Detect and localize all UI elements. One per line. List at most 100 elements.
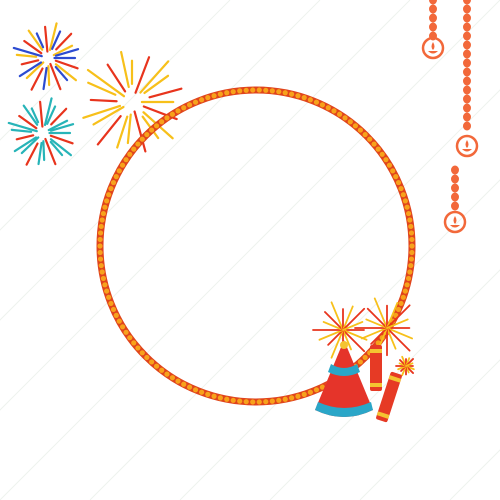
hanging-bead (463, 22, 471, 32)
ring-bead (307, 389, 313, 395)
ring-bead (250, 399, 256, 405)
cracker-band (376, 411, 390, 419)
ring-bead (352, 123, 359, 129)
firework-ray (386, 301, 399, 329)
ring-bead (383, 157, 389, 163)
ring-bead (97, 236, 103, 243)
ring-bead (108, 185, 114, 192)
ring-bead (113, 174, 119, 180)
firework-ray (134, 56, 151, 94)
firework-ray (143, 74, 170, 95)
ring-bead (402, 288, 408, 294)
ring-bead (276, 89, 282, 95)
ring-bead (405, 210, 412, 217)
ring-bead (408, 256, 415, 262)
ring-bead (153, 123, 160, 129)
firework-ray (386, 318, 409, 329)
firework-ray (49, 140, 64, 157)
firework-burst-icon (12, 22, 80, 91)
firework-ray (342, 321, 364, 331)
ring-bead (395, 306, 402, 313)
hanging-bead (429, 13, 437, 23)
watermark-line (269, 269, 500, 500)
firework-ray (360, 327, 388, 340)
ring-bead (409, 249, 415, 256)
ring-bead (192, 99, 199, 105)
hanging-bead (463, 4, 471, 14)
ring-bead (123, 157, 129, 163)
ring-bead (205, 391, 211, 397)
ring-bead (282, 90, 288, 96)
firework-ray (49, 62, 62, 91)
hanging-bead (451, 192, 459, 202)
firework-ray (82, 104, 122, 119)
ring-bead (313, 99, 320, 105)
lantern-flame (453, 216, 457, 224)
ring-bead (409, 243, 415, 249)
ring-bead (256, 399, 262, 405)
firework-ray (25, 61, 45, 80)
firework-ray (54, 63, 78, 82)
firework-burst-icon (395, 355, 415, 377)
firework-ray (342, 329, 352, 351)
ring-bead (199, 97, 205, 103)
firework-ray (22, 104, 39, 126)
firework-ray (12, 46, 43, 58)
ring-bead (393, 312, 399, 318)
firecrackers-group (312, 297, 415, 423)
ring-bead (211, 93, 217, 99)
ring-bead (405, 275, 412, 282)
firework-ray (52, 44, 74, 57)
ring-bead (256, 87, 262, 93)
ring-bead (243, 399, 249, 405)
ring-bead (402, 198, 408, 204)
ring-bead (100, 210, 107, 217)
ring-bead (113, 312, 119, 318)
hanging-bead (451, 201, 459, 211)
firework-ray (51, 30, 62, 50)
ring-bead (181, 105, 187, 111)
diya-lantern-icon (421, 36, 445, 60)
ring-bead (263, 87, 269, 93)
firework-ray (54, 65, 69, 82)
firework-ray (342, 329, 366, 353)
firework-ray (49, 138, 73, 157)
firework-ray (30, 67, 44, 91)
ring-bead (181, 381, 187, 387)
firework-ray (86, 68, 126, 98)
ring-bead (407, 269, 413, 275)
ring-bead (301, 95, 307, 101)
firework-burst-icon (312, 301, 368, 359)
fireworks-group (7, 22, 183, 166)
lantern-bowl (450, 225, 460, 228)
ring-bead (102, 204, 108, 210)
hanging-bead (451, 165, 459, 175)
firework-ray (54, 59, 79, 70)
firework-ray (15, 53, 38, 58)
ring-bead (408, 223, 414, 230)
ring-bead (362, 131, 368, 138)
ring-bead (159, 119, 165, 125)
ring-bead (164, 115, 170, 121)
firework-ray (370, 327, 388, 345)
ring-bead (127, 151, 133, 157)
ring-bead (409, 236, 415, 243)
firework-ray (50, 107, 68, 126)
ring-bead (149, 127, 155, 133)
ring-bead (153, 363, 160, 369)
ring-bead (211, 393, 217, 399)
ring-bead (375, 146, 381, 152)
ring-bead (98, 223, 104, 230)
firework-ray (54, 48, 80, 57)
firework-ray (13, 136, 38, 153)
ring-bead (104, 288, 110, 294)
ring-bead (342, 115, 348, 121)
hanging-bead (463, 94, 471, 104)
ring-bead (97, 256, 104, 262)
ring-bead (230, 89, 236, 95)
firework-ray (49, 123, 75, 132)
firework-ray (330, 301, 344, 331)
watermark-line (449, 449, 500, 500)
firework-ray (44, 137, 57, 166)
